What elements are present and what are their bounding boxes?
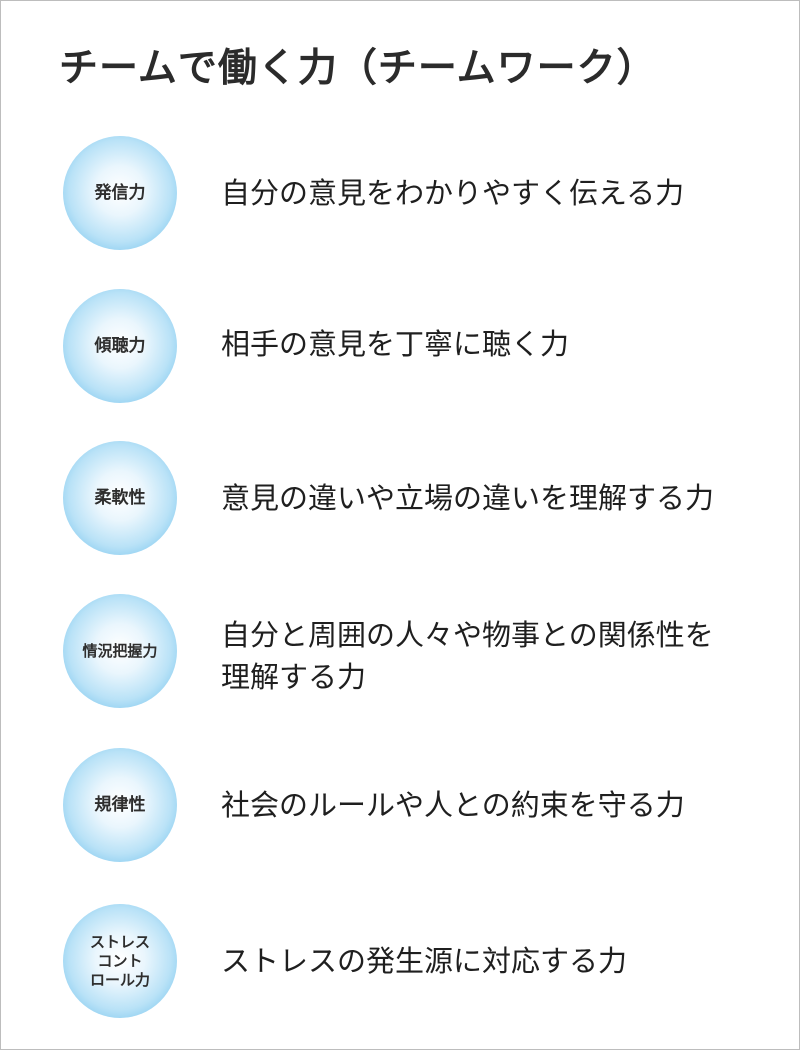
skill-description: ストレスの発生源に対応する力 <box>221 944 628 978</box>
skill-circle: 規律性 <box>63 748 177 862</box>
skill-label: ストレス コント ロール力 <box>89 932 150 989</box>
skill-description: 自分の意見をわかりやすく伝える力 <box>221 176 685 210</box>
skill-description-line-2: 理解する力 <box>221 660 367 694</box>
skill-circle: 柔軟性 <box>63 441 177 555</box>
skill-circle: ストレス コント ロール力 <box>63 904 177 1018</box>
skill-description: 意見の違いや立場の違いを理解する力 <box>221 481 715 515</box>
skill-description: 社会のルールや人との約束を守る力 <box>221 788 685 822</box>
page-title: チームで働く力（チームワーク） <box>59 46 657 91</box>
skill-description-line-1: 自分と周囲の人々や物事との関係性を <box>221 618 714 652</box>
skill-circle: 傾聴力 <box>63 289 177 403</box>
skill-label: 規律性 <box>94 794 146 815</box>
skill-circle: 情況把握力 <box>63 594 177 708</box>
skill-circle: 発信力 <box>63 136 177 250</box>
skill-label: 柔軟性 <box>94 487 146 508</box>
skill-label: 情況把握力 <box>82 641 158 660</box>
skill-label: 傾聴力 <box>94 335 146 356</box>
skill-label: 発信力 <box>94 182 146 203</box>
skill-description: 相手の意見を丁寧に聴く力 <box>221 327 570 361</box>
